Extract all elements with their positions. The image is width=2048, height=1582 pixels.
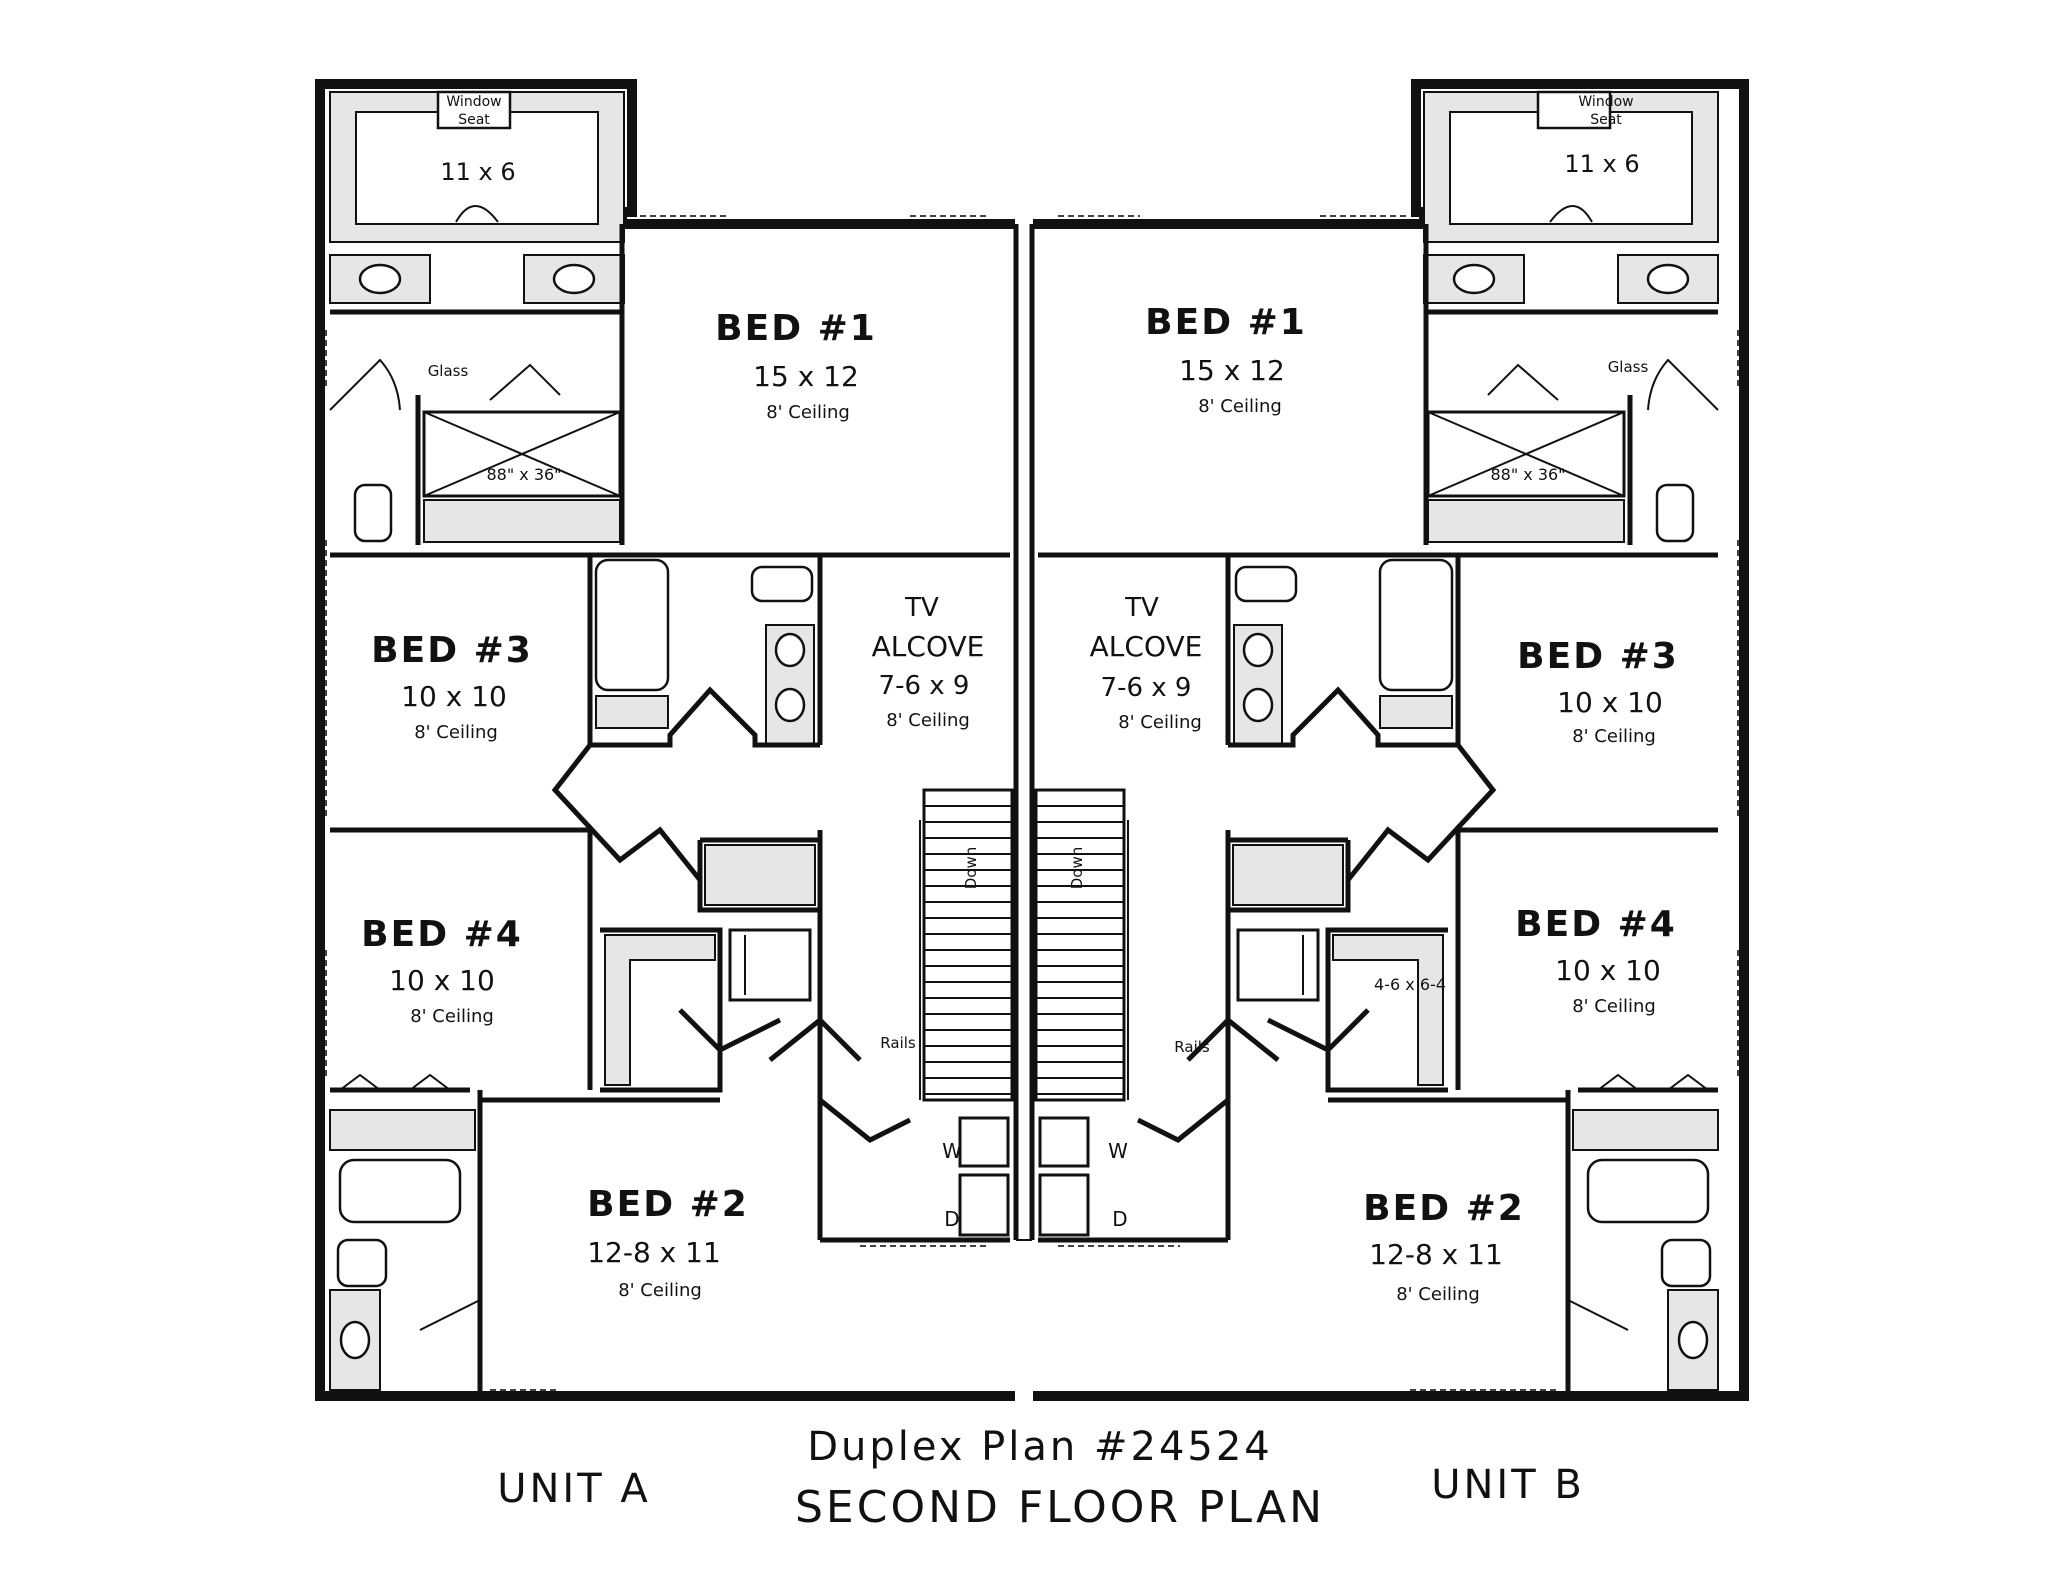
bed2-ceiling: 8' Ceiling — [618, 1280, 702, 1301]
sink-icon — [358, 263, 402, 295]
bathtub-icon — [1586, 1158, 1710, 1224]
plan-subtitle: SECOND FLOOR PLAN — [795, 1482, 1325, 1533]
tv-label: TV — [1124, 593, 1159, 623]
bed2-size: 12-8 x 11 — [1369, 1238, 1503, 1271]
alcove-label: ALCOVE — [1090, 630, 1203, 663]
glass-label: Glass — [1608, 358, 1649, 376]
bed2-name: BED #2 — [1363, 1188, 1525, 1229]
washer-icon — [958, 1116, 1010, 1168]
toilet-icon — [1234, 565, 1298, 603]
shower-size: 88" x 36" — [486, 465, 561, 484]
bed4-name: BED #4 — [1515, 904, 1677, 945]
glass-label: Glass — [428, 362, 469, 380]
bed2-size: 12-8 x 11 — [587, 1236, 721, 1269]
window-seat-label: Window — [446, 94, 501, 110]
sink-icon — [1646, 263, 1690, 295]
bed1-ceiling: 8' Ceiling — [766, 402, 850, 423]
window-seat-label-2: Seat — [1590, 112, 1622, 128]
sink-icon — [339, 1320, 371, 1360]
tv-size: 7-6 x 9 — [879, 671, 970, 701]
washer-label: W — [942, 1139, 962, 1163]
bed3-name: BED #3 — [371, 630, 533, 671]
dryer-icon — [958, 1173, 1010, 1237]
dryer-icon — [1038, 1173, 1090, 1237]
unit-a-caption: UNIT A — [497, 1466, 651, 1512]
sink-icon — [552, 263, 596, 295]
nook-size: 11 x 6 — [1564, 150, 1639, 178]
bed3-name: BED #3 — [1517, 636, 1679, 677]
bed4-ceiling: 8' Ceiling — [1572, 996, 1656, 1017]
shower-size: 88" x 36" — [1490, 465, 1565, 484]
stair-unit-a — [922, 788, 1014, 1102]
bed1-ceiling: 8' Ceiling — [1198, 396, 1282, 417]
dryer-label: D — [1112, 1207, 1127, 1231]
toilet-icon — [336, 1238, 388, 1288]
bed2-ceiling: 8' Ceiling — [1396, 1284, 1480, 1305]
stair-unit-b — [1034, 788, 1126, 1102]
rails-label: Rails — [880, 1034, 916, 1052]
window-seat-label-2: Seat — [458, 112, 490, 128]
window-seat-label-box — [436, 90, 512, 130]
toilet-icon — [353, 483, 393, 543]
closet-size: 4-6 x 6-4 — [1374, 975, 1446, 994]
toilet-icon — [1655, 483, 1695, 543]
tv-label: TV — [904, 593, 939, 623]
bed4-ceiling: 8' Ceiling — [410, 1006, 494, 1027]
tv-size: 7-6 x 9 — [1101, 673, 1192, 703]
bed3-size: 10 x 10 — [401, 680, 507, 713]
plan-captions: Duplex Plan #24524 SECOND FLOOR PLAN UNI… — [497, 1424, 1585, 1533]
sink-icon — [774, 632, 806, 668]
bed4-size: 10 x 10 — [389, 964, 495, 997]
bed4-size: 10 x 10 — [1555, 954, 1661, 987]
bathtub-icon — [1378, 558, 1454, 692]
washer-label: W — [1108, 1139, 1128, 1163]
bathtub-icon — [338, 1158, 462, 1224]
sink-icon — [1677, 1320, 1709, 1360]
sink-icon — [1452, 263, 1496, 295]
unit-b-caption: UNIT B — [1431, 1462, 1585, 1508]
nook-size: 11 x 6 — [440, 158, 515, 186]
unit-b-labels: Window Seat 11 x 6 BED #1 15 x 12 8' Cei… — [1068, 94, 1679, 1305]
dryer-label: D — [944, 1207, 959, 1231]
bed3-ceiling: 8' Ceiling — [1572, 726, 1656, 747]
toilet-icon — [1660, 1238, 1712, 1288]
sink-icon — [1242, 632, 1274, 668]
bed1-size: 15 x 12 — [753, 360, 859, 393]
sink-icon — [774, 687, 806, 723]
bed3-ceiling: 8' Ceiling — [414, 722, 498, 743]
washer-icon — [1038, 1116, 1090, 1168]
unit-a-labels: Window Seat 11 x 6 BED #1 15 x 12 8' Cei… — [361, 94, 984, 1301]
windows — [325, 215, 1739, 1391]
stair-down-label: Down — [1068, 847, 1086, 890]
sink-icon — [1242, 687, 1274, 723]
tv-ceiling: 8' Ceiling — [886, 710, 970, 731]
bed1-size: 15 x 12 — [1179, 354, 1285, 387]
tv-ceiling: 8' Ceiling — [1118, 712, 1202, 733]
unit-a-interior — [329, 90, 1014, 1396]
bed2-name: BED #2 — [587, 1184, 749, 1225]
bed1-name: BED #1 — [715, 308, 877, 349]
window-seat-label-box — [1536, 90, 1612, 130]
window-seat-label: Window — [1578, 94, 1633, 110]
toilet-icon — [750, 565, 814, 603]
alcove-label: ALCOVE — [872, 630, 985, 663]
stair-down-label: Down — [962, 847, 980, 890]
plan-title: Duplex Plan #24524 — [807, 1424, 1273, 1470]
bed1-name: BED #1 — [1145, 302, 1307, 343]
bed3-size: 10 x 10 — [1557, 686, 1663, 719]
bed4-name: BED #4 — [361, 914, 523, 955]
unit-b-interior — [1034, 90, 1719, 1396]
bathtub-icon — [594, 558, 670, 692]
rails-label: Rails — [1174, 1038, 1210, 1056]
stair-treads — [924, 805, 1124, 1095]
